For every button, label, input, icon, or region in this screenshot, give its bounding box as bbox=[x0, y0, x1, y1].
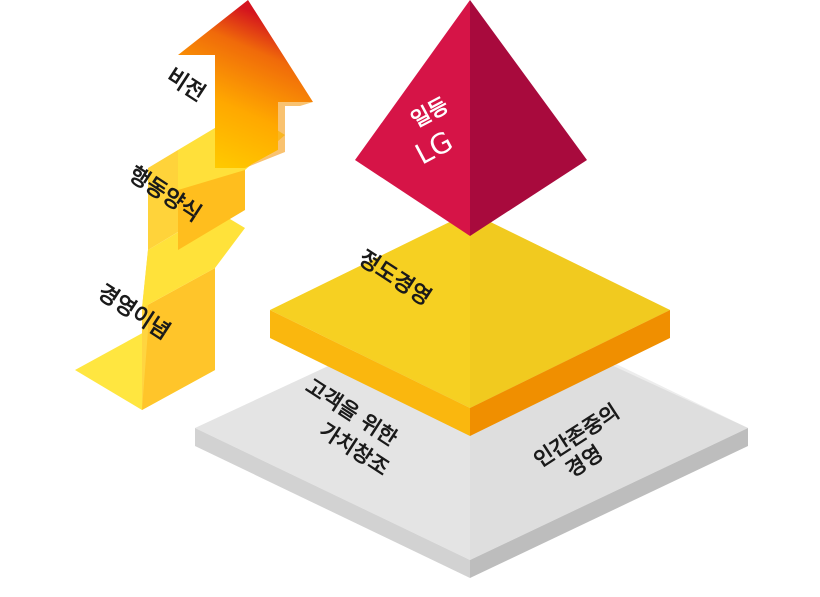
middle-slab bbox=[270, 212, 670, 436]
stair-face-2 bbox=[148, 150, 178, 250]
top-pyramid bbox=[355, 0, 587, 236]
base-slab-left-edge bbox=[195, 428, 470, 578]
middle-slab-right-shade bbox=[470, 212, 670, 408]
middle-slab-right-edge bbox=[470, 310, 670, 436]
pyramid-left-face bbox=[355, 0, 470, 236]
middle-slab-left-edge bbox=[270, 310, 470, 436]
staircase bbox=[75, 0, 313, 410]
stair-label-vision: 비전 bbox=[162, 64, 210, 107]
base-slab-right-edge bbox=[470, 428, 748, 578]
stair-riser-1 bbox=[142, 268, 215, 410]
vision-arrow bbox=[178, 0, 313, 168]
stair-tread-2 bbox=[142, 210, 245, 308]
base-slab-shade bbox=[470, 362, 748, 560]
vision-arrow-side bbox=[245, 102, 313, 168]
pyramid-right-face bbox=[470, 0, 587, 236]
